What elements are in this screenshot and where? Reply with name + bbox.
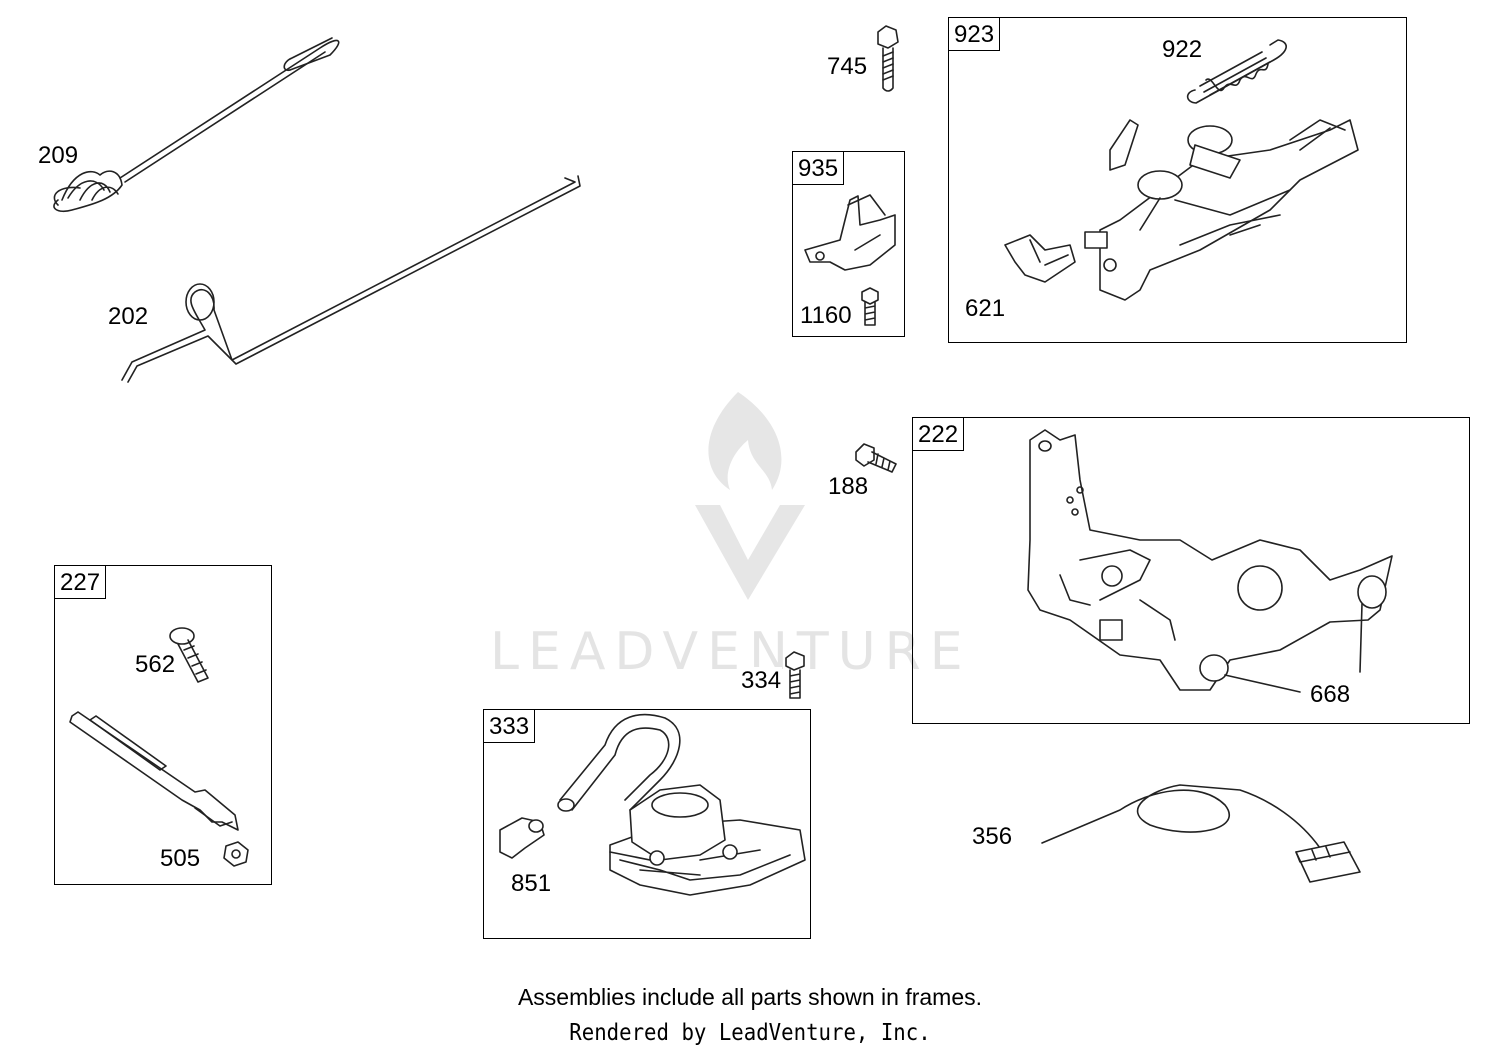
- part-label-202[interactable]: 202: [107, 303, 150, 331]
- assemblies-note: Assemblies include all parts shown in fr…: [517, 984, 983, 1010]
- bracket-935-icon: [804, 194, 896, 271]
- control-plate-222-icon: [1027, 429, 1393, 693]
- ignition-coil-333-icon: [557, 713, 806, 896]
- part-label-668[interactable]: 668: [1309, 681, 1352, 709]
- spring-209-icon: [53, 37, 340, 213]
- part-label-562[interactable]: 562: [134, 651, 177, 679]
- part-label-505[interactable]: 505: [159, 845, 202, 873]
- frame-935: 935: [792, 151, 905, 337]
- screw-1160-icon: [861, 287, 879, 326]
- clip-621-icon: [1004, 234, 1076, 283]
- frame-tag-333: 333: [483, 709, 536, 743]
- frame-227: 227: [54, 565, 272, 885]
- frame-tag-923: 923: [948, 17, 1001, 51]
- part-label-851[interactable]: 851: [510, 870, 553, 898]
- rendered-by-note: Rendered by LeadVenture, Inc.: [569, 1020, 931, 1046]
- frame-tag-227: 227: [54, 565, 107, 599]
- frame-tag-222: 222: [912, 417, 965, 451]
- part-label-621[interactable]: 621: [964, 295, 1007, 323]
- part-label-1160[interactable]: 1160: [799, 302, 853, 330]
- bolt-334-icon: [785, 651, 805, 699]
- frame-tag-935: 935: [792, 151, 845, 185]
- frame-222: 222: [912, 417, 1470, 724]
- bolt-745-icon: [877, 25, 899, 92]
- part-label-922[interactable]: 922: [1161, 36, 1204, 64]
- rod-202-icon: [121, 175, 581, 383]
- governor-bracket-923-icon: [1084, 119, 1359, 301]
- screw-562-icon: [169, 627, 209, 683]
- part-label-334[interactable]: 334: [740, 667, 783, 695]
- wire-356-icon: [1041, 784, 1361, 883]
- connector-851-icon: [499, 817, 545, 859]
- bolt-188-icon: [855, 443, 897, 473]
- part-label-745[interactable]: 745: [826, 53, 869, 81]
- part-label-356[interactable]: 356: [971, 823, 1014, 851]
- spring-922-icon: [1186, 39, 1287, 104]
- frame-923: 923: [948, 17, 1407, 343]
- frame-333: 333: [483, 709, 811, 939]
- part-label-188[interactable]: 188: [827, 473, 870, 501]
- lever-227-icon: [69, 711, 239, 831]
- part-label-209[interactable]: 209: [37, 142, 80, 170]
- watermark-text: LEADVENTURE: [490, 622, 972, 682]
- nut-505-icon: [223, 841, 249, 867]
